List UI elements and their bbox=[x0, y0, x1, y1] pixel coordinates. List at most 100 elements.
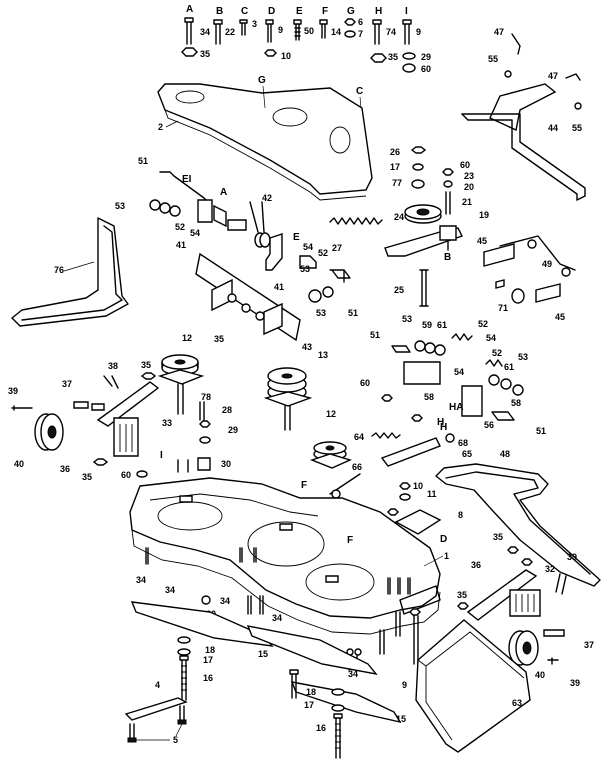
label-27: 27 bbox=[332, 243, 342, 253]
small-parts-center: 78 28 29 30 bbox=[177, 392, 238, 473]
deck-top-plate: G C 2 bbox=[157, 75, 373, 201]
label-21: 21 bbox=[462, 197, 472, 207]
label-52d: 52 bbox=[492, 348, 502, 358]
label-51d: 51 bbox=[536, 426, 546, 436]
hw-num-14: 14 bbox=[331, 27, 341, 37]
label-EI: EI bbox=[182, 174, 192, 185]
label-16b: 16 bbox=[316, 723, 326, 733]
label-61: 61 bbox=[437, 320, 447, 330]
hardware-C: C 3 bbox=[239, 6, 257, 36]
label-20: 20 bbox=[464, 182, 474, 192]
label-35d: 35 bbox=[493, 532, 503, 542]
label-63: 63 bbox=[512, 698, 522, 708]
label-53c: 53 bbox=[316, 308, 326, 318]
label-53d: 53 bbox=[402, 314, 412, 324]
label-52: 52 bbox=[175, 222, 185, 232]
hw-letter-A: A bbox=[186, 4, 193, 15]
spindle-left-12: 12 bbox=[157, 333, 205, 415]
label-36: 36 bbox=[60, 464, 70, 474]
label-53: 53 bbox=[115, 201, 125, 211]
label-60c: 60 bbox=[360, 378, 370, 388]
hw-letter-D: D bbox=[268, 6, 275, 17]
label-G: G bbox=[258, 75, 266, 86]
spindle-center-13: 13 bbox=[263, 350, 328, 431]
label-34c: 34 bbox=[220, 596, 230, 606]
hw-num-6: 6 bbox=[358, 17, 363, 27]
hardware-D: D 9 10 bbox=[264, 6, 291, 61]
label-24: 24 bbox=[394, 212, 404, 222]
label-41b: 41 bbox=[274, 282, 284, 292]
label-B: B bbox=[444, 252, 451, 263]
belt-48: 48 bbox=[435, 449, 601, 587]
label-54d: 54 bbox=[454, 367, 464, 377]
label-D: D bbox=[440, 534, 447, 545]
label-48: 48 bbox=[500, 449, 510, 459]
label-19: 19 bbox=[479, 210, 489, 220]
label-78: 78 bbox=[201, 392, 211, 402]
blades: 15 15 bbox=[130, 601, 406, 724]
left-spindle-bracket: 38 37 35 33 39 40 36 35 60 bbox=[8, 360, 172, 482]
label-9: 9 bbox=[402, 680, 407, 690]
label-15: 15 bbox=[258, 649, 268, 659]
hw-letter-I: I bbox=[405, 6, 408, 17]
label-H: H bbox=[437, 417, 444, 428]
label-39b: 39 bbox=[567, 552, 577, 562]
hardware-G: G 6 7 bbox=[344, 6, 363, 39]
label-47: 47 bbox=[494, 27, 504, 37]
hardware-F: F 14 bbox=[319, 6, 341, 39]
label-10: 10 bbox=[413, 481, 423, 491]
hardware-E: E 50 bbox=[293, 6, 314, 41]
label-58b: 58 bbox=[511, 398, 521, 408]
idler-assembly: 26 17 77 60 23 20 21 24 19 B 25 bbox=[384, 146, 489, 307]
hw-num-22: 22 bbox=[225, 27, 235, 37]
label-34: 34 bbox=[136, 575, 146, 585]
label-54c: 54 bbox=[486, 333, 496, 343]
label-32: 32 bbox=[545, 564, 555, 574]
hw-letter-G: G bbox=[347, 6, 355, 17]
hardware-row: A 34 35 B 22 C 3 D 9 10 E bbox=[181, 4, 431, 74]
label-35e: 35 bbox=[457, 590, 467, 600]
label-45: 45 bbox=[477, 236, 487, 246]
label-47b: 47 bbox=[548, 71, 558, 81]
hw-num-7: 7 bbox=[358, 29, 363, 39]
bracket-44: 44 47 55 47 55 bbox=[461, 27, 586, 201]
label-17b: 17 bbox=[203, 655, 213, 665]
label-C: C bbox=[356, 86, 363, 97]
label-64: 64 bbox=[354, 432, 364, 442]
hw-letter-E: E bbox=[296, 6, 303, 17]
hw-letter-H: H bbox=[375, 6, 382, 17]
hw-num-50: 50 bbox=[304, 26, 314, 36]
label-58: 58 bbox=[424, 392, 434, 402]
blade-hardware-left: 18 17 16 bbox=[177, 636, 215, 701]
label-30: 30 bbox=[221, 459, 231, 469]
label-38: 38 bbox=[108, 361, 118, 371]
label-E: E bbox=[293, 232, 300, 243]
label-H2: H bbox=[440, 422, 447, 433]
label-1: 1 bbox=[444, 551, 449, 561]
label-17: 17 bbox=[390, 162, 400, 172]
label-25: 25 bbox=[394, 285, 404, 295]
hardware-A: A 34 35 bbox=[181, 4, 210, 59]
label-59: 59 bbox=[422, 320, 432, 330]
right-linkage: 51 53 59 61 52 54 54 58 52 53 61 57 HA 5… bbox=[370, 314, 546, 448]
label-4: 4 bbox=[155, 680, 160, 690]
label-44: 44 bbox=[548, 123, 558, 133]
label-33: 33 bbox=[162, 418, 172, 428]
hw-num-9-i: 9 bbox=[416, 27, 421, 37]
hardware-I: I 9 29 60 bbox=[402, 6, 431, 74]
label-43: 43 bbox=[302, 342, 312, 352]
label-51b: 51 bbox=[348, 308, 358, 318]
spindle-right-12: 12 bbox=[309, 409, 353, 469]
label-77: 77 bbox=[392, 178, 402, 188]
label-2: 2 bbox=[158, 122, 163, 132]
hw-letter-C: C bbox=[241, 6, 248, 17]
belt-76: 76 bbox=[11, 217, 129, 327]
label-I: I bbox=[160, 450, 163, 461]
label-28: 28 bbox=[222, 405, 232, 415]
label-52b: 52 bbox=[318, 248, 328, 258]
label-A: A bbox=[220, 187, 227, 198]
label-39: 39 bbox=[8, 386, 18, 396]
label-40: 40 bbox=[14, 459, 24, 469]
label-16: 16 bbox=[203, 673, 213, 683]
